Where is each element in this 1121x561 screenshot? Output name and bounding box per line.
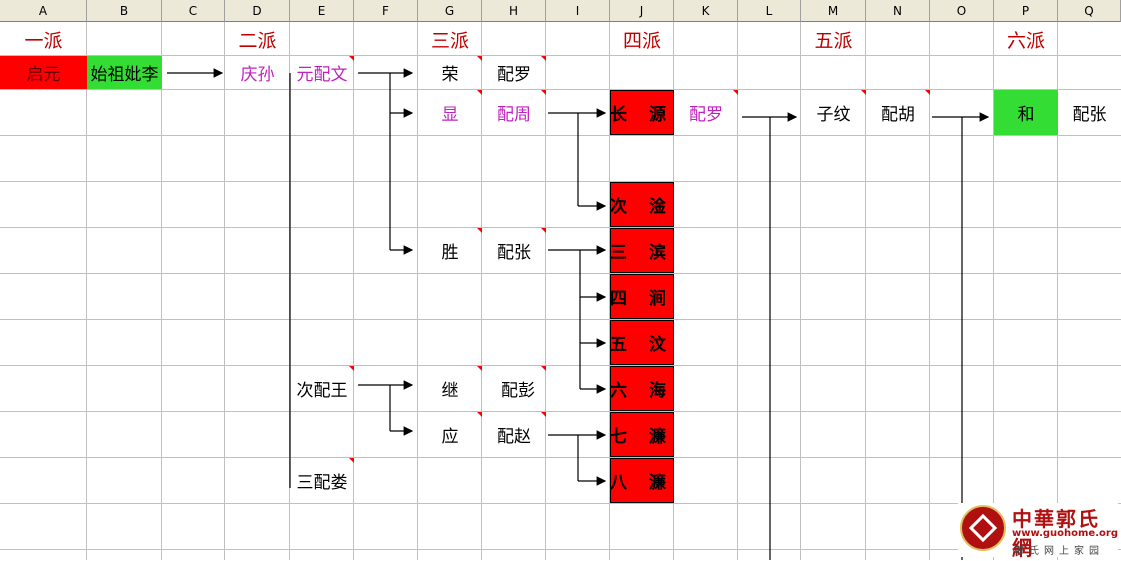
column-header-E[interactable]: E (290, 0, 354, 22)
person-changyuan[interactable]: 长 源 (610, 90, 674, 135)
column-header-O[interactable]: O (930, 0, 994, 22)
son-6[interactable]: 六 海 (610, 366, 674, 411)
wife-zhang-1[interactable]: 配张 (497, 243, 531, 263)
logo-url: www.guohome.org (1012, 528, 1118, 539)
column-header-H[interactable]: H (482, 0, 546, 22)
ancestor-wife-li[interactable]: 始祖妣李 (87, 56, 162, 89)
wife-zhou[interactable]: 配周 (497, 105, 531, 125)
column-header-D[interactable]: D (225, 0, 290, 22)
wife-hu[interactable]: 配胡 (881, 105, 915, 125)
wife-zhang-2[interactable]: 配张 (1072, 105, 1107, 125)
wife-wang[interactable]: 次配王 (296, 381, 348, 401)
son-2[interactable]: 次 淦 (610, 182, 674, 227)
person-ji[interactable]: 继 (441, 381, 459, 401)
person-ying[interactable]: 应 (441, 427, 459, 447)
logo-subtitle: 郭氏网上家园 (1014, 546, 1104, 557)
guohome-logo: 中華郭氏網 www.guohome.org 郭氏网上家园 (958, 503, 1118, 560)
wife-wen[interactable]: 元配文 (296, 65, 348, 85)
column-header-A[interactable]: A (0, 0, 87, 22)
person-rong[interactable]: 荣 (441, 65, 459, 85)
column-header-F[interactable]: F (354, 0, 418, 22)
column-header-B[interactable]: B (87, 0, 162, 22)
generation-2[interactable]: 二派 (238, 29, 277, 52)
column-header-I[interactable]: I (546, 0, 610, 22)
generation-4[interactable]: 四派 (622, 29, 661, 52)
son-8[interactable]: 八 濂 (610, 458, 674, 503)
person-ziwen[interactable]: 子纹 (816, 105, 851, 125)
person-sheng[interactable]: 胜 (441, 243, 459, 263)
column-header-G[interactable]: G (418, 0, 482, 22)
column-header-C[interactable]: C (162, 0, 225, 22)
column-header-M[interactable]: M (801, 0, 866, 22)
son-5[interactable]: 五 汶 (610, 320, 674, 365)
son-4[interactable]: 四 涧 (610, 274, 674, 319)
son-7[interactable]: 七 濂 (610, 412, 674, 457)
generation-5[interactable]: 五派 (814, 29, 853, 52)
column-header-K[interactable]: K (674, 0, 738, 22)
column-header-J[interactable]: J (610, 0, 674, 22)
wife-peng[interactable]: 配彭 (501, 381, 535, 401)
column-header-N[interactable]: N (866, 0, 930, 22)
generation-1[interactable]: 一派 (24, 29, 63, 52)
wife-luo-2[interactable]: 配罗 (689, 105, 723, 125)
logo-title: 中華郭氏網 (1012, 507, 1100, 560)
generation-3[interactable]: 三派 (430, 29, 469, 52)
wife-luo-1[interactable]: 配罗 (497, 65, 531, 85)
son-3[interactable]: 三 滨 (610, 228, 674, 273)
person-qingsun[interactable]: 庆孙 (240, 65, 275, 85)
wife-lou[interactable]: 三配娄 (296, 473, 348, 493)
guohome-emblem-icon (960, 505, 1006, 551)
person-he[interactable]: 和 (994, 90, 1058, 135)
column-header-L[interactable]: L (738, 0, 801, 22)
generation-6[interactable]: 六派 (1006, 29, 1045, 52)
person-xian[interactable]: 显 (441, 105, 459, 125)
ancestor-qiyuan[interactable]: 启元 (0, 56, 87, 89)
column-header-P[interactable]: P (994, 0, 1058, 22)
wife-zhao[interactable]: 配赵 (497, 427, 531, 447)
